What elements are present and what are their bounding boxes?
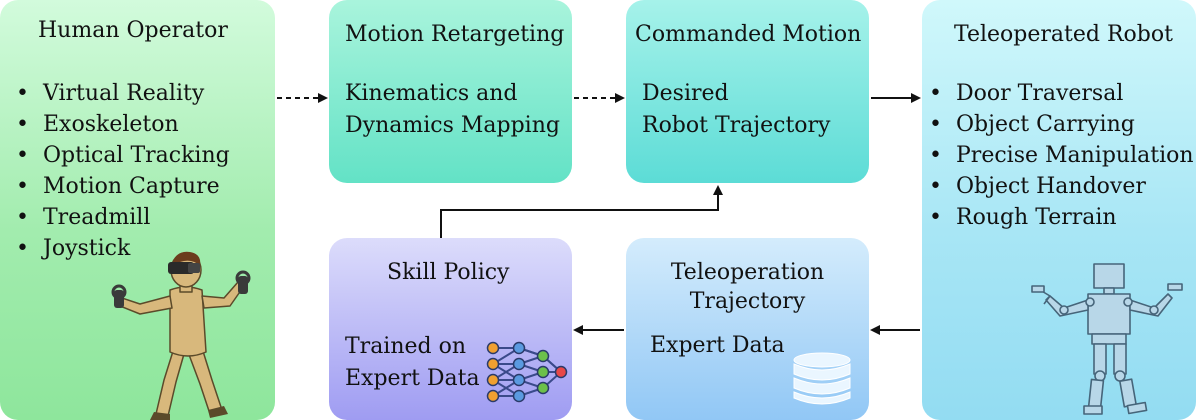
teleoperation-trajectory-title2: Trajectory	[689, 289, 806, 314]
database-icon	[793, 352, 851, 405]
human-operator-list: Virtual Reality Exoskeleton Optical Trac…	[16, 78, 230, 264]
humanoid-robot-icon	[1031, 263, 1183, 415]
list-item: Virtual Reality	[16, 78, 230, 109]
teleoperated-robot-list: Door Traversal Object Carrying Precise M…	[929, 78, 1194, 233]
commanded-motion-line1: Desired	[642, 81, 729, 106]
list-item: Joystick	[16, 233, 230, 264]
list-item: Treadmill	[16, 202, 230, 233]
skill-policy-line1: Trained on	[345, 334, 467, 359]
human-vr-operator-icon	[111, 251, 251, 420]
commanded-motion-title: Commanded Motion	[635, 22, 862, 47]
teleoperation-trajectory-title1: Teleoperation	[670, 260, 825, 285]
list-item: Rough Terrain	[929, 202, 1194, 233]
commanded-motion-box: Commanded Motion Desired Robot Trajector…	[626, 0, 869, 183]
list-item: Object Carrying	[929, 109, 1194, 140]
human-operator-title: Human Operator	[38, 18, 228, 43]
list-item: Motion Capture	[16, 171, 230, 202]
motion-retargeting-title: Motion Retargeting	[345, 22, 565, 47]
list-item: Optical Tracking	[16, 140, 230, 171]
human-operator-box: Human Operator Virtual Reality Exoskelet…	[0, 0, 275, 420]
motion-retargeting-box: Motion Retargeting Kinematics and Dynami…	[329, 0, 572, 183]
commanded-motion-line2: Robot Trajectory	[642, 113, 831, 138]
list-item: Precise Manipulation	[929, 140, 1194, 171]
list-item: Object Handover	[929, 171, 1194, 202]
skill-policy-line2: Expert Data	[345, 366, 480, 391]
teleoperation-trajectory-body: Expert Data	[650, 333, 785, 358]
teleoperation-trajectory-box: Teleoperation Trajectory Expert Data	[626, 238, 869, 420]
teleoperated-robot-title: Teleoperated Robot	[954, 22, 1173, 47]
neural-network-icon	[486, 341, 568, 403]
teleoperated-robot-box: Teleoperated Robot Door Traversal Object…	[922, 0, 1196, 420]
motion-retargeting-line1: Kinematics and	[345, 81, 518, 106]
arrow-skill-to-commanded	[440, 185, 723, 238]
list-item: Door Traversal	[929, 78, 1194, 109]
motion-retargeting-line2: Dynamics Mapping	[345, 113, 560, 138]
skill-policy-title: Skill Policy	[387, 260, 510, 285]
skill-policy-box: Skill Policy Trained on Expert Data	[329, 238, 572, 420]
list-item: Exoskeleton	[16, 109, 230, 140]
